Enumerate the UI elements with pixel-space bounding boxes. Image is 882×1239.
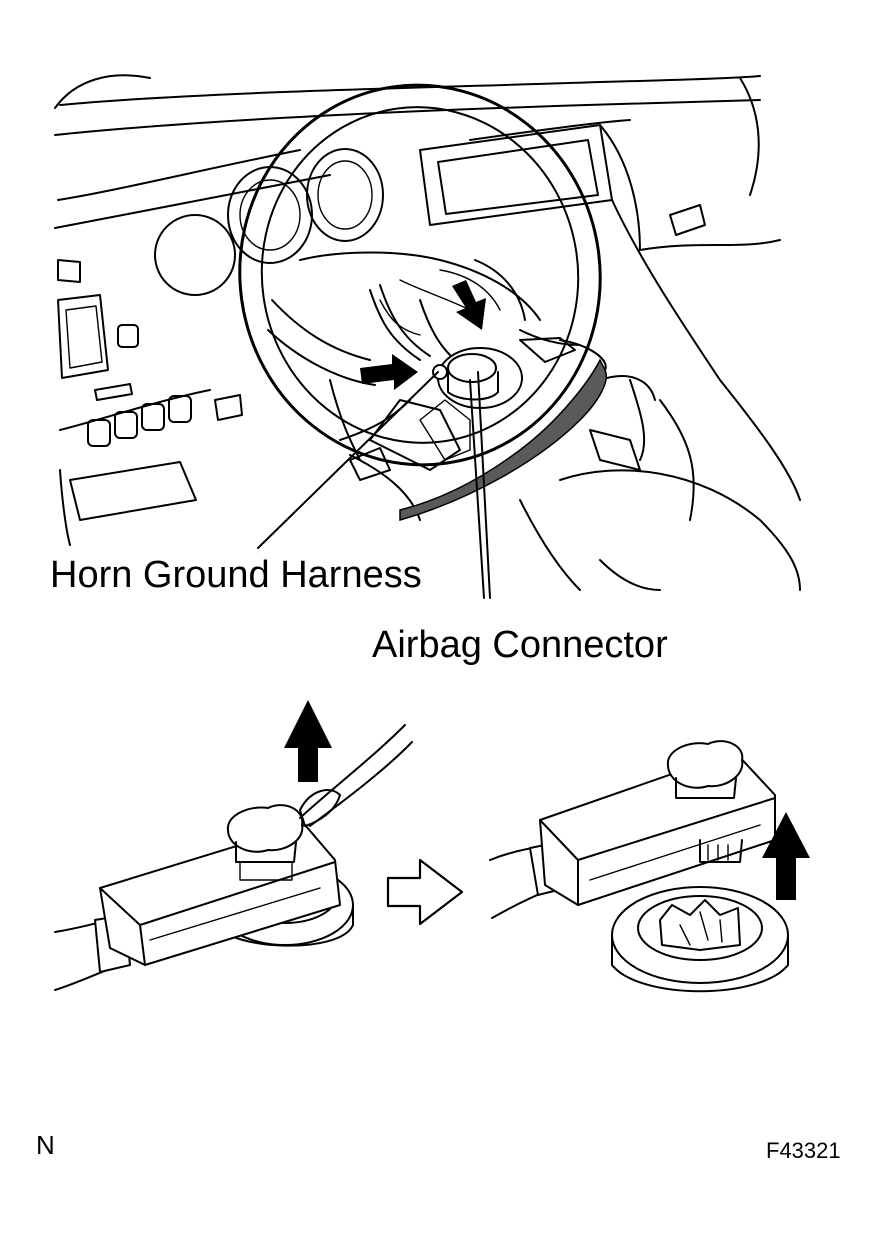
horn-ground-harness-label: Horn Ground Harness	[50, 554, 422, 596]
next-step-arrow-icon	[386, 858, 464, 926]
arrow-down-icon	[452, 280, 486, 330]
arrow-right-icon	[360, 354, 418, 390]
airbag-connector-label: Airbag Connector	[372, 624, 668, 666]
corner-mark-n: N	[36, 1130, 55, 1160]
leader-lines	[257, 371, 491, 599]
connector-release-step-drawing	[54, 700, 413, 991]
connector-removed-step-drawing	[489, 740, 810, 993]
dashboard-drawing	[54, 74, 801, 591]
figure-code: F43321	[766, 1138, 841, 1163]
